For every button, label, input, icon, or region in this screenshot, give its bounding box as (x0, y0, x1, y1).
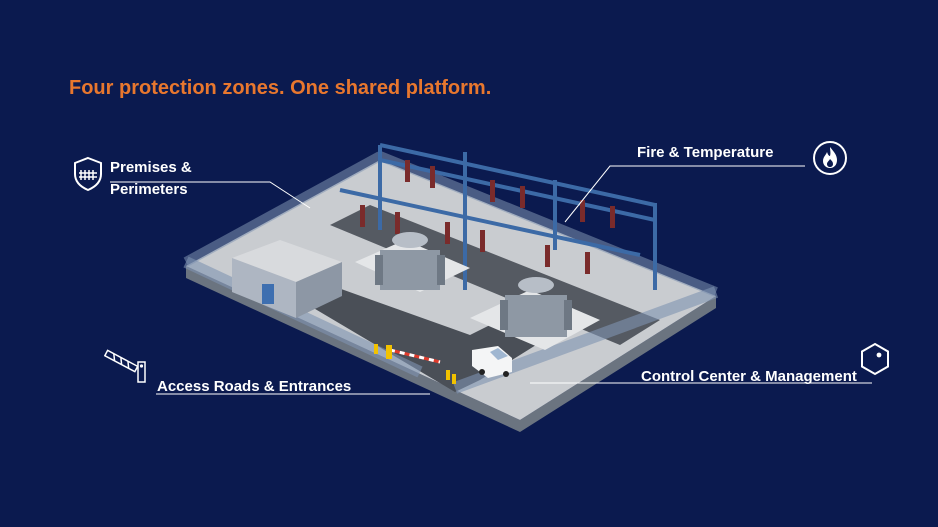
leader-premises (110, 181, 311, 209)
flame-icon (813, 141, 847, 175)
fence-left (183, 151, 383, 267)
zone-premises-label: Premises & Perimeters (110, 157, 192, 201)
insulators (360, 160, 615, 274)
platform-top (186, 160, 716, 420)
fence-right (378, 151, 718, 297)
bollards (374, 344, 456, 384)
building-roof (232, 240, 342, 282)
transformer-2 (500, 277, 572, 337)
fence-front-left (183, 256, 423, 378)
slide-title: Four protection zones. One shared platfo… (69, 77, 492, 99)
hexagon-node-icon (861, 342, 889, 376)
zone-access-label: Access Roads & Entrances (157, 378, 352, 395)
zone-control-label: Control Center & Management (641, 368, 857, 385)
leader-fire (564, 165, 805, 223)
van (472, 346, 512, 378)
zone-premises-line2: Perimeters (110, 181, 188, 198)
building-door (262, 284, 274, 304)
zone-premises-line1: Premises & (110, 159, 192, 176)
leader-lines (110, 165, 872, 395)
shield-fence-icon (74, 156, 102, 192)
zone-fire-label: Fire & Temperature (637, 144, 774, 161)
barrier-post (386, 345, 392, 359)
building-side (296, 262, 342, 318)
platform-side (186, 266, 716, 432)
barrier-gate-icon (104, 349, 146, 383)
transformer-1 (375, 232, 445, 290)
